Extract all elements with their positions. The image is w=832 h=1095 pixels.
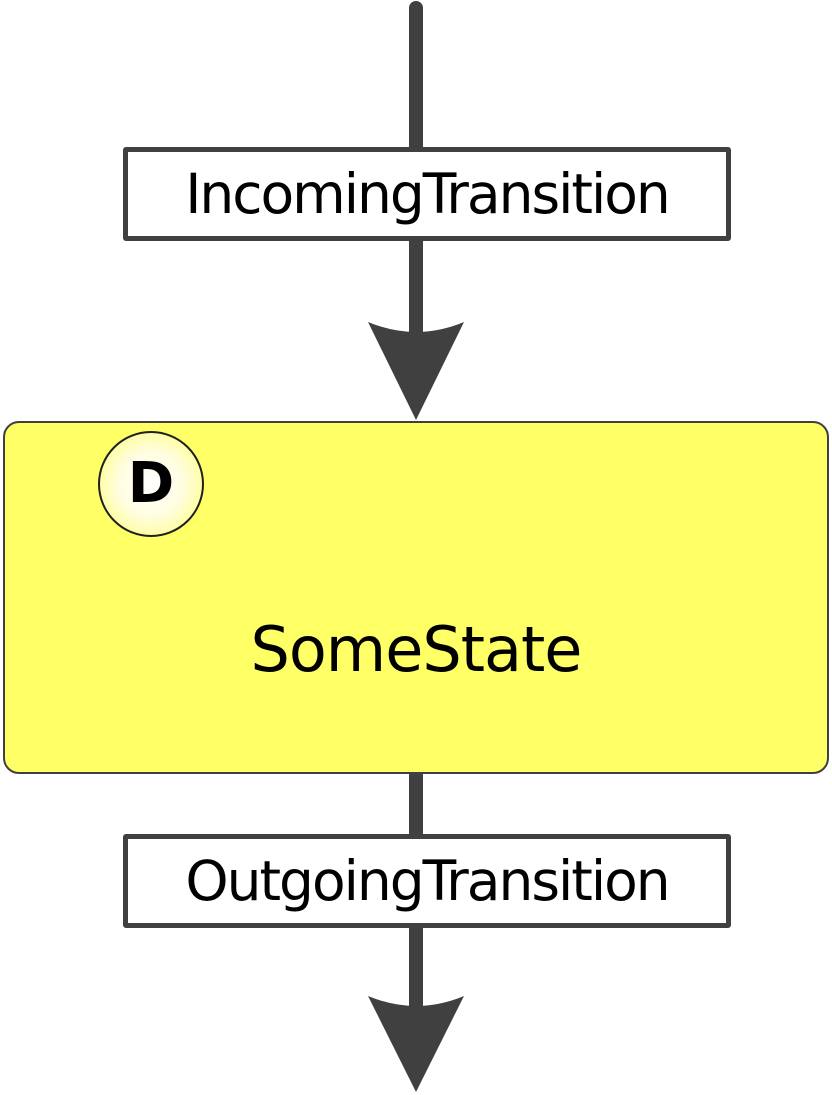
badge-letter: D xyxy=(127,451,175,516)
outgoing-arrow-head xyxy=(368,996,464,1092)
incoming-arrow-head xyxy=(368,322,464,420)
decision-badge: D xyxy=(98,431,204,537)
incoming-transition-label[interactable]: IncomingTransition xyxy=(123,147,731,241)
state-node[interactable]: D SomeState xyxy=(3,421,829,774)
state-name: SomeState xyxy=(250,613,583,686)
outgoing-transition-label[interactable]: OutgoingTransition xyxy=(123,834,731,928)
